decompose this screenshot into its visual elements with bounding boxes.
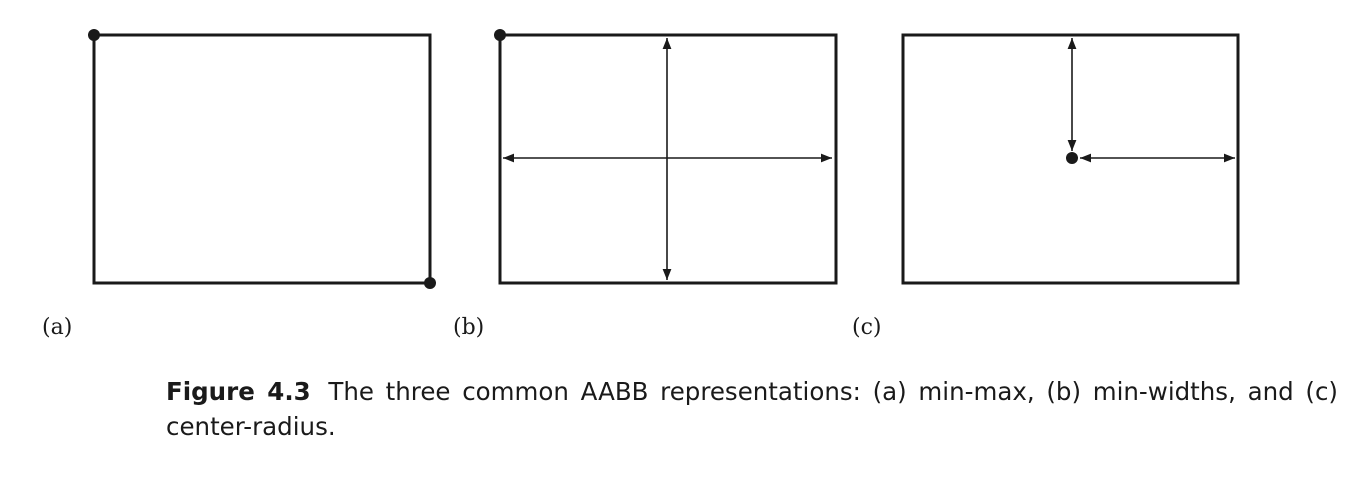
panel-label-c: (c): [852, 315, 882, 340]
panel-label-b: (b): [453, 315, 485, 340]
min-point-dot: [494, 29, 506, 41]
aabb-box-a: [92, 33, 432, 285]
aabb-box-c: [901, 33, 1240, 285]
figure-caption: Figure 4.3 The three common AABB represe…: [166, 374, 1338, 444]
aabb-box-b: [498, 33, 838, 285]
caption-text: The three common AABB representations: (…: [166, 377, 1338, 441]
max-point-dot: [424, 277, 436, 289]
panel-c-center-radius: [901, 33, 1240, 285]
center-point-dot: [1066, 152, 1078, 164]
panel-b-min-widths: [494, 29, 838, 285]
min-point-dot: [88, 29, 100, 41]
panel-label-a: (a): [42, 315, 73, 340]
figure-number: Figure 4.3: [166, 377, 311, 406]
panel-a-min-max: [88, 29, 436, 289]
